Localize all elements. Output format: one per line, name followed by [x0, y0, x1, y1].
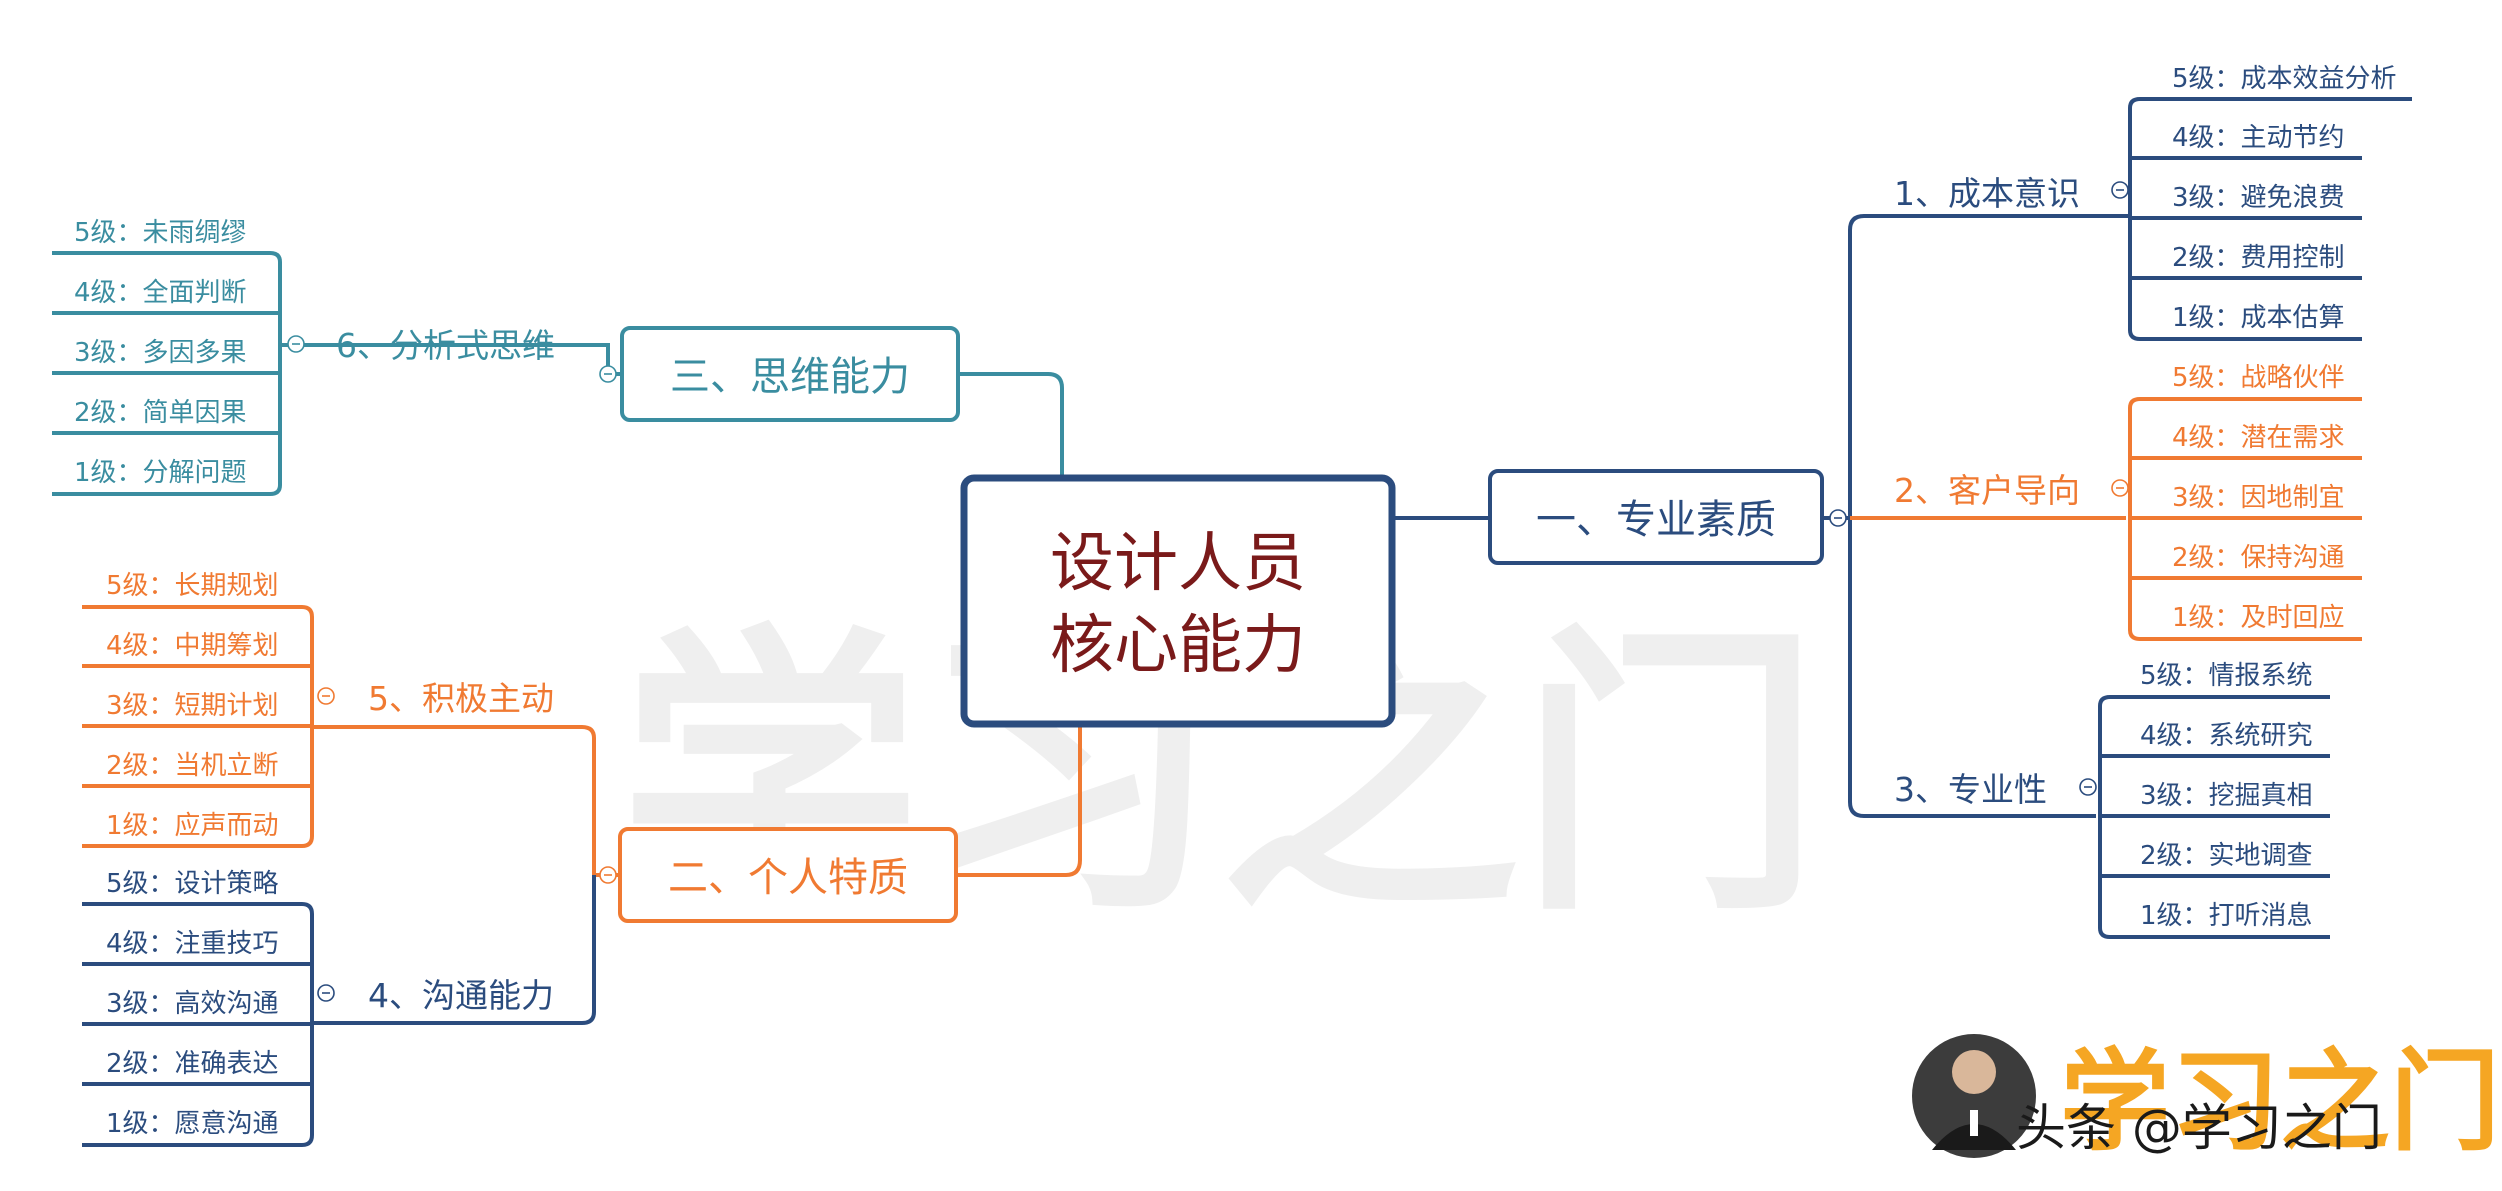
customer-brackets: [2128, 397, 2362, 641]
level-item[interactable]: 4级：注重技巧: [106, 929, 279, 959]
subtopic-communication[interactable]: 4、沟通能力: [368, 976, 554, 1015]
branch-node-personal[interactable]: [618, 827, 958, 923]
level-item[interactable]: 4级：全面判断: [74, 278, 247, 308]
connector-central-personal: [958, 726, 1082, 877]
level-item[interactable]: 1级：成本估算: [2172, 303, 2345, 333]
level-item[interactable]: 3级：多因多果: [74, 338, 247, 368]
level-item[interactable]: 2级：费用控制: [2172, 243, 2345, 273]
central-title-line2: 核心能力: [1050, 609, 1306, 683]
communication-connectors: [82, 875, 596, 1147]
level-item[interactable]: 3级：高效沟通: [106, 989, 279, 1019]
level-item[interactable]: 5级：战略伙伴: [2172, 363, 2345, 393]
cost-brackets: [2128, 97, 2412, 341]
level-item[interactable]: 2级：简单因果: [74, 398, 247, 428]
level-item[interactable]: 5级：情报系统: [2140, 661, 2313, 691]
central-node[interactable]: [960, 474, 1396, 728]
branch-title-personal: 二、个人特质: [668, 855, 908, 901]
specialty-brackets: [2098, 695, 2330, 939]
level-item[interactable]: 4级：中期筹划: [106, 631, 279, 661]
level-item[interactable]: 2级：准确表达: [106, 1049, 279, 1079]
initiative-connectors: [82, 605, 620, 877]
minus-circle-icon[interactable]: [2079, 778, 2097, 796]
brand-logo: 学习之门: [2060, 1038, 2500, 1166]
avatar: [1912, 1034, 2036, 1158]
level-item[interactable]: 3级：挖掘真相: [2140, 781, 2313, 811]
credit-text: 头条 @学习之门: [2016, 1099, 2382, 1157]
thinking-connectors: [52, 251, 622, 496]
level-item[interactable]: 1级：打听消息: [2140, 901, 2313, 931]
branch-node-thinking[interactable]: [620, 326, 960, 422]
level-item[interactable]: 2级：实地调查: [2140, 841, 2313, 871]
minus-circle-icon[interactable]: [2111, 181, 2129, 199]
level-item[interactable]: 1级：应声而动: [106, 811, 279, 841]
minus-circle-icon[interactable]: [1829, 509, 1847, 527]
level-item[interactable]: 3级：短期计划: [106, 691, 279, 721]
level-item[interactable]: 1级：及时回应: [2172, 603, 2345, 633]
minus-circle-icon[interactable]: [317, 687, 335, 705]
level-item[interactable]: 2级：保持沟通: [2172, 543, 2345, 573]
minus-circle-icon[interactable]: [317, 984, 335, 1002]
subtopic-cost-awareness[interactable]: 1、成本意识: [1894, 174, 2080, 213]
subtopic-professionalism[interactable]: 3、专业性: [1894, 770, 2047, 809]
subtopic-customer-orientation[interactable]: 2、客户导向: [1894, 471, 2080, 510]
minus-circle-icon[interactable]: [287, 335, 305, 353]
level-item[interactable]: 4级：潜在需求: [2172, 423, 2345, 453]
level-item[interactable]: 5级：成本效益分析: [2172, 64, 2397, 94]
level-item[interactable]: 5级：未雨绸缪: [74, 218, 247, 248]
branch-title-professional: 一、专业素质: [1536, 497, 1776, 543]
subtopic-initiative[interactable]: 5、积极主动: [368, 679, 554, 718]
level-item[interactable]: 1级：分解问题: [74, 458, 247, 488]
level-item[interactable]: 3级：避免浪费: [2172, 183, 2345, 213]
minus-circle-icon[interactable]: [599, 866, 617, 884]
level-item[interactable]: 2级：当机立断: [106, 751, 279, 781]
level-item[interactable]: 3级：因地制宜: [2172, 483, 2345, 513]
minus-circle-icon[interactable]: [2111, 479, 2129, 497]
level-item[interactable]: 5级：设计策略: [106, 869, 279, 899]
branch-node-professional[interactable]: [1488, 469, 1824, 565]
subtopic-analytical-thinking[interactable]: 6、分析式思维: [336, 326, 555, 365]
minus-circle-icon[interactable]: [599, 365, 617, 383]
level-item[interactable]: 4级：系统研究: [2140, 721, 2313, 751]
central-title-line1: 设计人员: [1050, 527, 1306, 601]
level-item[interactable]: 1级：愿意沟通: [106, 1109, 279, 1139]
level-item[interactable]: 4级：主动节约: [2172, 123, 2345, 153]
connector-central-thinking: [958, 372, 1064, 478]
branch-title-thinking: 三、思维能力: [670, 354, 910, 400]
level-item[interactable]: 5级：长期规划: [106, 571, 279, 601]
